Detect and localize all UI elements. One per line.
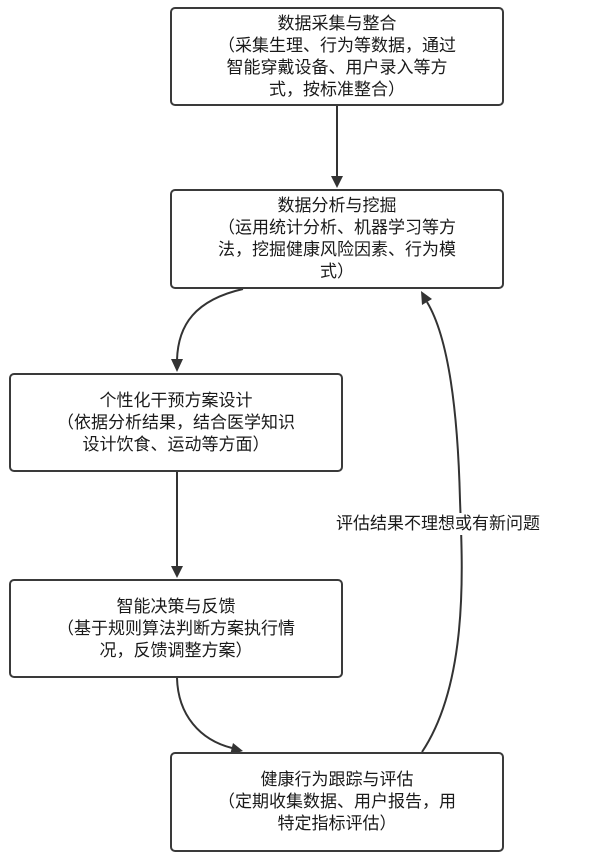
node-detail: 式） <box>320 262 354 282</box>
node-detail: 智能穿戴设备、用户录入等方 <box>226 57 448 78</box>
arrowhead-icon <box>171 566 183 578</box>
arrowhead-icon <box>331 176 343 188</box>
node-detail: （依据分析结果，结合医学知识 <box>57 412 295 433</box>
node-detail: 况，反馈调整方案） <box>99 640 253 661</box>
node-intervention-design: 个性化干预方案设计 （依据分析结果，结合医学知识 设计饮食、运动等方面） <box>9 373 343 472</box>
edge-tracking-to-analysis <box>421 301 463 753</box>
node-detail: （运用统计分析、机器学习等方 <box>218 218 456 238</box>
arrowhead-icon <box>171 359 183 372</box>
node-title: 个性化干预方案设计 <box>99 390 253 411</box>
node-title: 智能决策与反馈 <box>116 596 236 617</box>
node-detail: 式，按标准整合） <box>269 79 405 100</box>
loop-edge-label: 评估结果不理想或有新问题 <box>334 513 542 535</box>
node-decision-feedback: 智能决策与反馈 （基于规则算法判断方案执行情 况，反馈调整方案） <box>9 579 343 678</box>
node-title: 数据分析与挖掘 <box>277 196 397 216</box>
edge-analysis-to-design <box>176 288 244 361</box>
node-title: 健康行为跟踪与评估 <box>260 770 414 790</box>
node-data-collection: 数据采集与整合 （采集生理、行为等数据，通过 智能穿戴设备、用户录入等方 式，按… <box>170 7 504 106</box>
node-detail: 法，挖掘健康风险因素、行为模 <box>218 240 456 260</box>
arrowhead-icon <box>421 291 432 305</box>
node-detail: 设计饮食、运动等方面） <box>82 434 270 455</box>
node-detail: 特定指标评估） <box>277 814 397 834</box>
node-detail: （定期收集数据、用户报告，用 <box>218 792 456 812</box>
node-data-analysis: 数据分析与挖掘 （运用统计分析、机器学习等方 法，挖掘健康风险因素、行为模 式） <box>170 189 504 289</box>
node-detail: （采集生理、行为等数据，通过 <box>218 35 456 56</box>
edge-decision-to-tracking <box>176 677 233 749</box>
node-detail: （基于规则算法判断方案执行情 <box>57 618 295 639</box>
node-behavior-tracking: 健康行为跟踪与评估 （定期收集数据、用户报告，用 特定指标评估） <box>170 752 504 852</box>
node-title: 数据采集与整合 <box>277 13 397 34</box>
